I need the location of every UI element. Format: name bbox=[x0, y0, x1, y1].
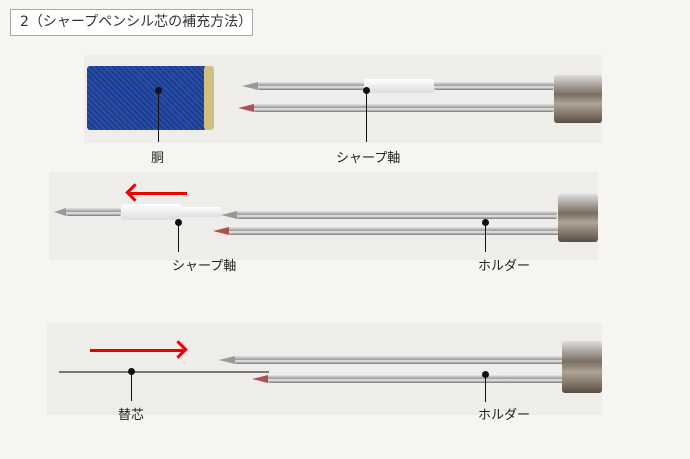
label-refill: 替芯 bbox=[118, 408, 145, 423]
label-holder-3: ホルダー bbox=[478, 408, 531, 423]
pointer-line bbox=[178, 222, 179, 252]
arrow-left-icon bbox=[130, 192, 187, 195]
sharp-shaft bbox=[235, 356, 565, 364]
sharp-white-end bbox=[181, 207, 221, 217]
sharp-shaft bbox=[258, 82, 368, 90]
sharp-shaft bbox=[237, 211, 557, 219]
photo-step2 bbox=[49, 172, 598, 260]
pointer-line bbox=[366, 90, 367, 142]
arrow-right-icon bbox=[90, 349, 183, 352]
holder-shaft bbox=[268, 375, 565, 383]
pointer-line bbox=[158, 90, 159, 142]
pointer-line bbox=[485, 222, 486, 252]
sharp-white-part bbox=[121, 204, 181, 220]
sharp-white-part bbox=[364, 79, 434, 93]
label-holder-2: ホルダー bbox=[478, 259, 531, 274]
sharp-shaft bbox=[66, 208, 121, 216]
sharp-tip bbox=[219, 356, 235, 364]
barrel-ring bbox=[204, 66, 214, 130]
holder-shaft bbox=[229, 227, 559, 235]
pen-cap bbox=[554, 75, 602, 123]
sharp-tip bbox=[54, 208, 66, 216]
pointer-line bbox=[131, 371, 132, 401]
refill-tip bbox=[238, 104, 254, 112]
pointer-line bbox=[485, 374, 486, 402]
lead-refill bbox=[59, 371, 269, 373]
pen-cap bbox=[558, 194, 598, 242]
pen-barrel bbox=[87, 66, 207, 130]
refill-shaft bbox=[254, 104, 554, 112]
refill-tip bbox=[252, 375, 268, 383]
pen-cap bbox=[562, 341, 602, 393]
section-title: 2（シャープペンシル芯の補充方法） bbox=[10, 9, 253, 36]
label-sharp: シャープ軸 bbox=[336, 151, 401, 166]
label-body: 胴 bbox=[151, 151, 165, 166]
sharp-tip bbox=[242, 82, 258, 90]
sharp-tip bbox=[221, 211, 237, 219]
label-sharp-2: シャープ軸 bbox=[172, 259, 237, 274]
sharp-shaft-rear bbox=[434, 82, 554, 90]
photo-step1 bbox=[84, 55, 602, 143]
photo-step3 bbox=[47, 323, 602, 415]
refill-tip bbox=[213, 227, 229, 235]
